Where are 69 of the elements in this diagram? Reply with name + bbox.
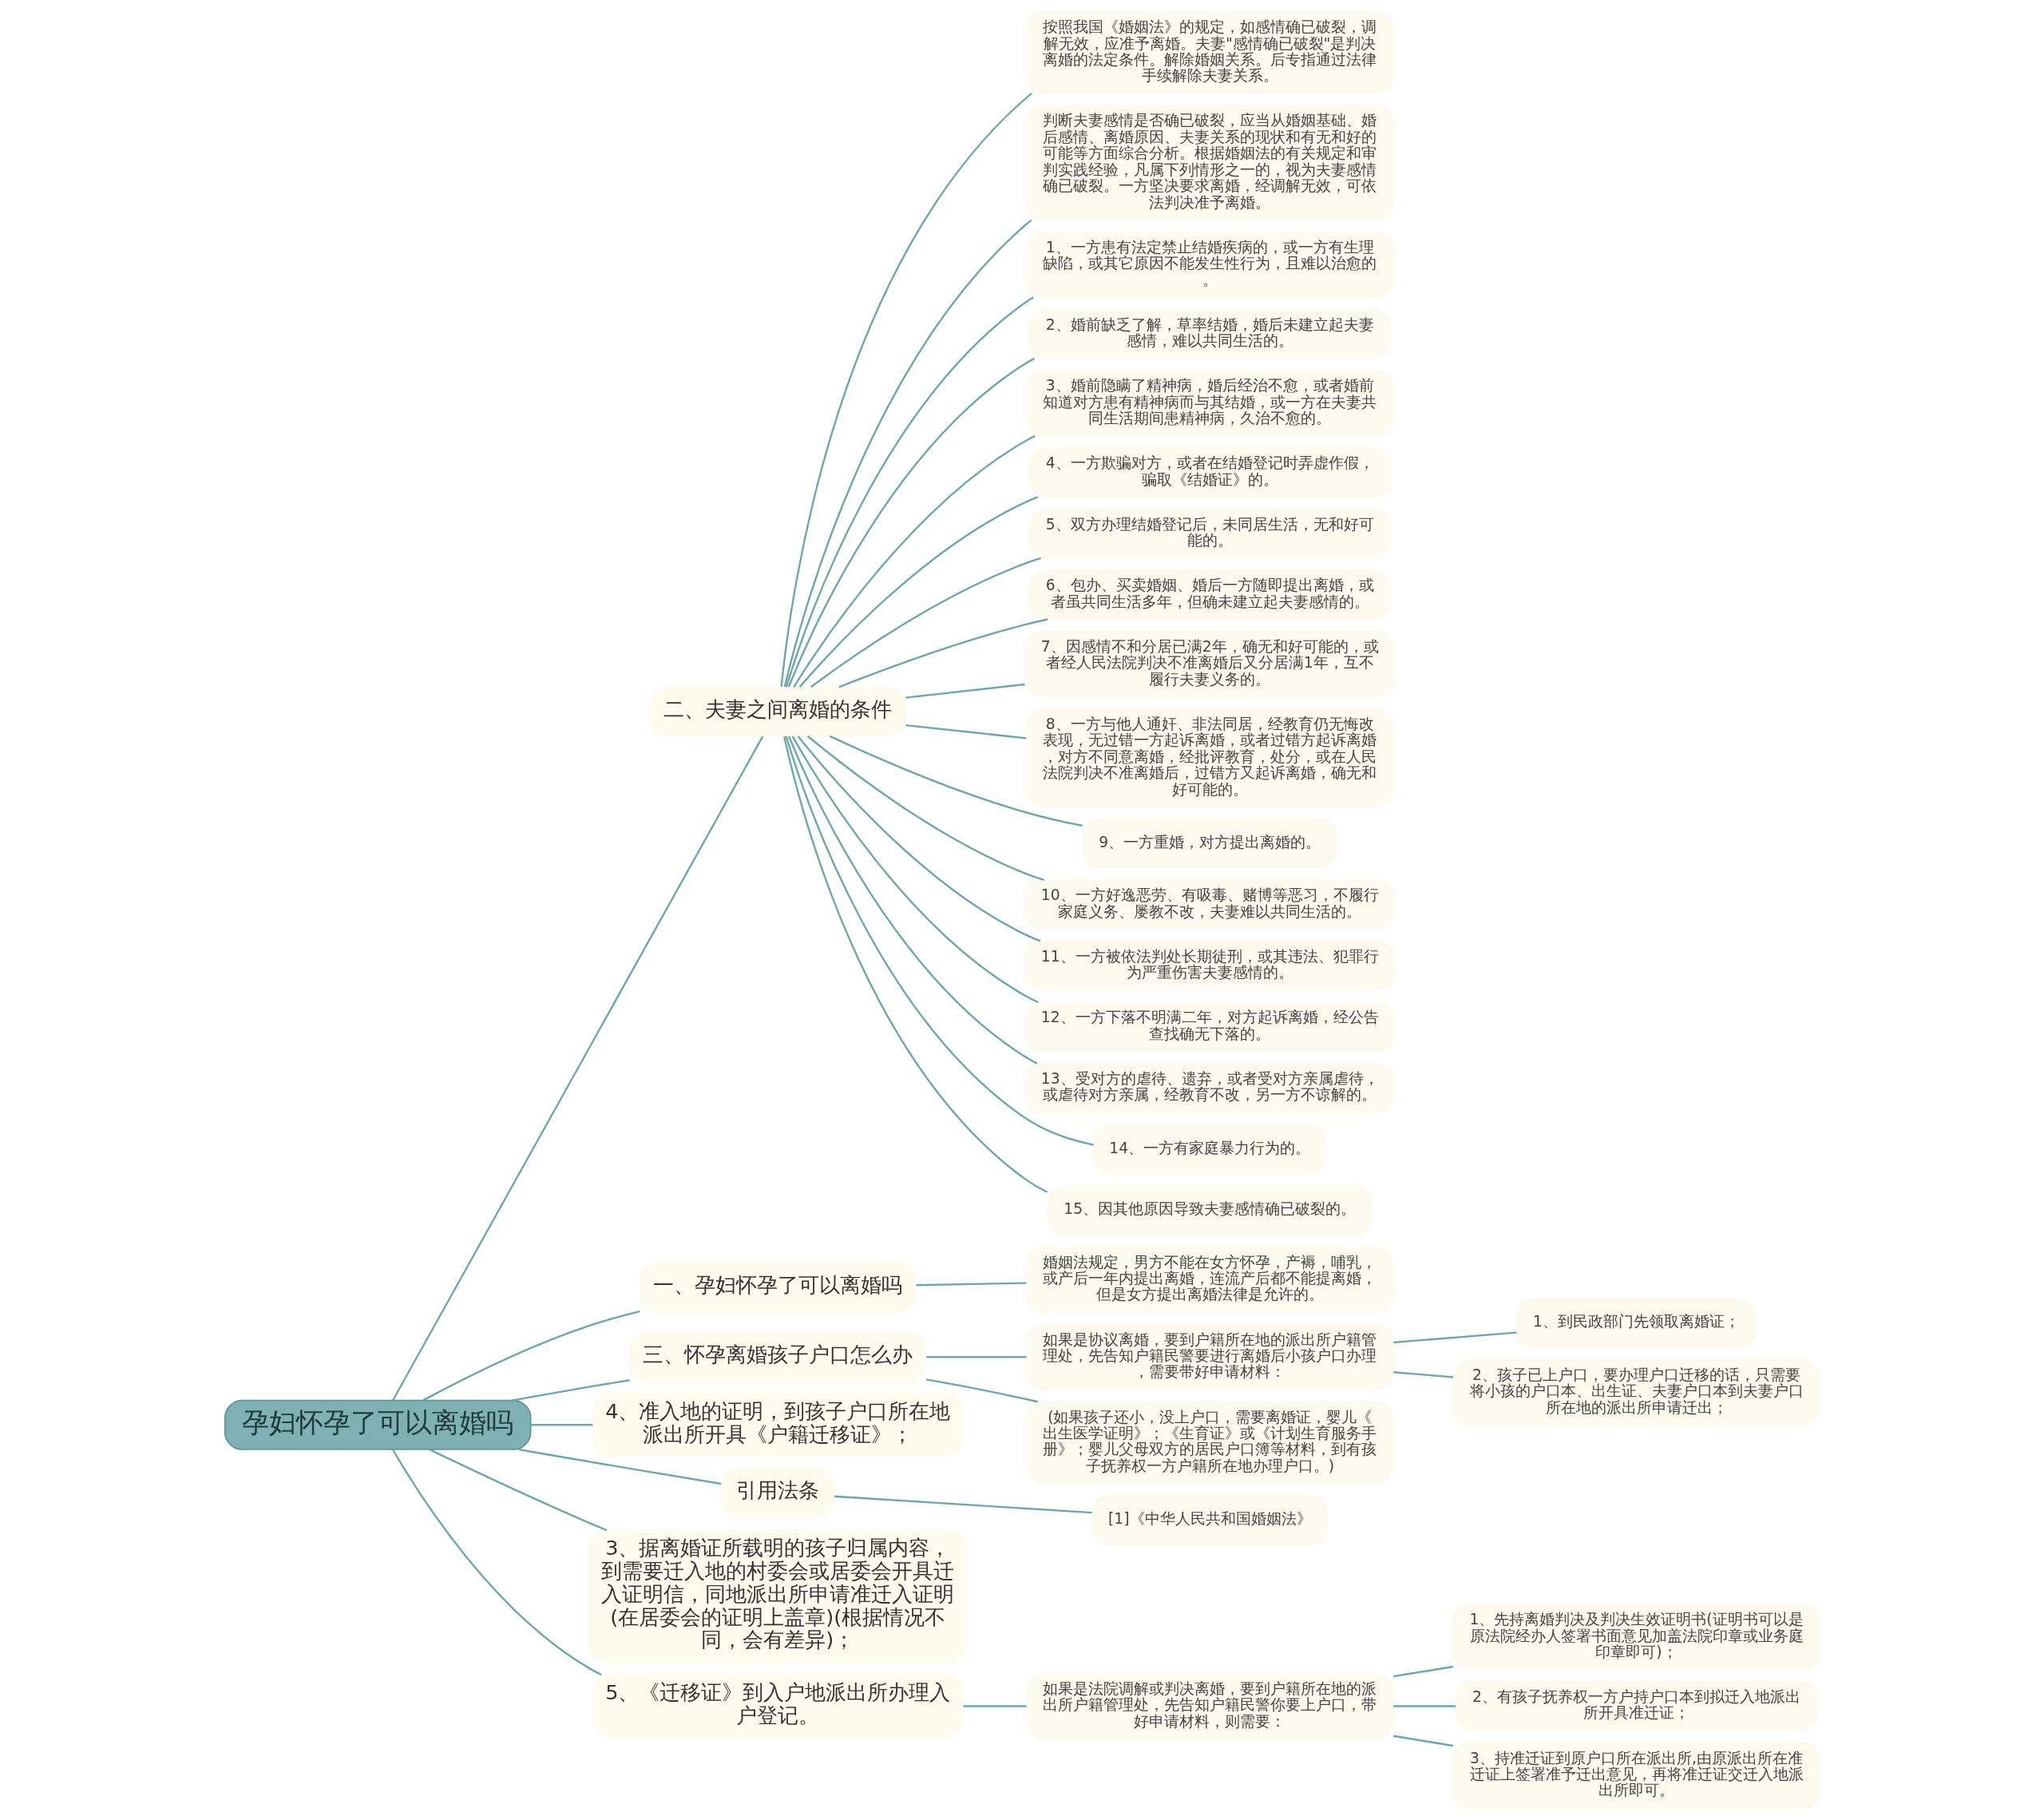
connector	[1392, 1331, 1517, 1344]
node-box: 14、一方有家庭暴力行为的。	[1092, 1124, 1327, 1175]
connector	[511, 1379, 630, 1402]
connector	[787, 736, 1037, 1065]
node-box: 如果是法院调解或判决离婚，要到户籍所在地的派出所户籍管理处，先告知户籍民警你要上户口，带好申请材料，则需要：	[1025, 1672, 1394, 1740]
connector	[517, 1448, 721, 1485]
connector	[797, 736, 1040, 942]
node-box: 8、一方与他人通奸、非法同居，经教育仍无悔改表现，无过错一方起诉离婚，或者过错方起诉离婚，对方不同意离婚，经批评教育，处分，或在人民法院判决不准离婚后，过错方又起诉离婚，确无和好可能的。	[1025, 708, 1394, 808]
node-box: 11、一方被依法判处长期徒刑，或其违法、犯罪行为严重伤害夫妻感情的。	[1024, 940, 1395, 991]
connector	[792, 434, 1036, 688]
node-box: 4、一方欺骗对方，或者在结婚登记时弄虚作假，骗取《结婚证》的。	[1028, 447, 1391, 498]
node-box: 4、准入地的证明，到孩子户口所在地派出所开具《户籍迁移证》；	[592, 1393, 963, 1457]
connector	[1392, 1665, 1453, 1678]
node-box: 三、怀孕离婚孩子户口怎么办	[628, 1331, 927, 1382]
node-box: 2、孩子已上户口，要办理户口迁移的话，只需要将小孩的户口本、出生证、夫妻户口本到夫妻户口所在地的派出所申请迁出；	[1452, 1358, 1820, 1426]
node-box: 一、孕妇怀孕了可以离婚吗	[639, 1263, 917, 1313]
connector	[422, 1310, 640, 1402]
connector	[787, 357, 1035, 688]
connector	[1392, 1371, 1453, 1378]
node-box: 1、一方患有法定禁止结婚疾病的，或一方有生理缺陷，或其它原因不能发生性行为，且难以治愈的。	[1025, 231, 1394, 299]
connector	[962, 1705, 1026, 1707]
connector	[834, 1495, 1092, 1514]
connector	[925, 1378, 1038, 1403]
node-box: 15、因其他原因导致夫妻感情确已破裂的。	[1046, 1185, 1373, 1235]
node-box: 婚姻法规定，男方不能在女方怀孕，产褥，哺乳，或产后一年内提出离婚，连流产后都不能提离婚，但是女方提出离婚法律是允许的。	[1025, 1246, 1394, 1313]
connector	[785, 296, 1034, 688]
node-box: 3、据离婚证所载明的孩子归属内容，到需要迁入地的村委会或居委会开具迁入证明信，同地派出所申请准迁入证明(在居委会的证明上盖章)(根据情况不同，会有差异)；	[588, 1529, 968, 1663]
node-box: 13、受对方的虐待、遗弃，或者受对方亲属虐待，或虐待对方亲属，经教育不改，另一方不谅解的。	[1024, 1062, 1395, 1113]
connector	[905, 683, 1025, 699]
node-box: 如果是协议离婚，要到户籍所在地的派出所户籍管理处，先告知户籍民警要进行离婚后小孩户口办理，需要带好申请材料：	[1025, 1323, 1394, 1390]
connector	[905, 724, 1026, 739]
node-box: 按照我国《婚姻法》的规定，如感情确已破裂，调解无效，应准予离婚。夫妻"感情确已破裂"是判决离婚的法定条件。解除婚姻关系。后专指通过法律手续解除夫妻关系。	[1025, 11, 1394, 94]
node-box: 10、一方好逸恶劳、有吸毒、赌博等恶习，不履行家庭义务、屡教不改，夫妻难以共同生活的。	[1024, 879, 1395, 930]
node-box: 1、到民政部门先领取离婚证；	[1515, 1298, 1757, 1349]
connector	[530, 1424, 592, 1426]
node-box: 3、持准迁证到原户口所在派出所,由原派出所在准迁证上签署准予迁出意见，再将准迁证交迁入地派出所即可。	[1452, 1742, 1820, 1809]
node-box: 2、有孩子抚养权一方户持户口本到拟迁入地派出所开具准迁证；	[1454, 1681, 1818, 1731]
connector	[391, 736, 763, 1402]
connector	[798, 496, 1038, 688]
node-box: 12、一方下落不明满二年，对方起诉离婚，经公告查找确无下落的。	[1024, 1001, 1395, 1053]
connector	[785, 736, 1094, 1146]
connector	[1392, 1705, 1456, 1707]
connector	[391, 1449, 602, 1676]
node-box: 孕妇怀孕了可以离婚吗	[224, 1399, 531, 1450]
node-box: 二、夫妻之间离婚的条件	[649, 686, 906, 737]
node-box: 3、婚前隐瞒了精神病，婚后经治不愈，或者婚前知道对方患有精神病而与其结婚，或一方在夫妻共同生活期间患精神病，久治不愈的。	[1025, 370, 1394, 437]
node-box: 9、一方重婚，对方提出离婚的。	[1081, 818, 1337, 869]
connector	[829, 735, 1083, 827]
node-box: 7、因感情不和分居已满2年，确无和好可能的，或者经人民法院判决不准离婚后又分居满1年，互不履行夫妻义务的。	[1024, 630, 1395, 698]
connector	[810, 557, 1041, 688]
node-box: 判断夫妻感情是否确已破裂，应当从婚姻基础、婚后感情、离婚原因、夫妻关系的现状和有无和好的可能等方面综合分析。根据婚姻法的有关规定和审判实践经验，凡属下列情形之一的，视为夫妻感情确已破裂。一方坚决要求离婚，经调解无效，可依法判决准予离婚。	[1025, 105, 1394, 221]
node-box: 引用法条	[720, 1467, 835, 1518]
connector	[429, 1449, 607, 1532]
node-box: (如果孩子还小，没上户口，需要离婚证，婴儿《出生医学证明》；《生育证》或《计划生育服务手册》；婴儿父母双方的居民户口簿等材料，到有孩子抚养权一方户籍所在地办理户口。)	[1025, 1401, 1394, 1485]
connector	[925, 1356, 1026, 1358]
node-box: 5、《迁移证》到入户地派出所办理入户登记。	[592, 1674, 963, 1739]
node-box: 1、先持离婚判决及判决生效证明书(证明书可以是原法院经办人签署书面意见加盖法院印章或业务庭印章即可)；	[1452, 1604, 1820, 1671]
connector	[779, 93, 1032, 687]
connector	[782, 736, 1048, 1193]
node-box: [1]《中华人民共和国婚姻法》	[1091, 1494, 1328, 1545]
connector	[783, 219, 1032, 688]
connector	[838, 618, 1048, 688]
connector	[791, 736, 1039, 1004]
connector	[916, 1282, 1026, 1287]
connector	[806, 735, 1044, 882]
connector	[1392, 1735, 1453, 1747]
node-box: 6、包办、买卖婚姻、婚后一方随即提出离婚，或者虽共同生活多年，但确未建立起夫妻感情的。	[1028, 569, 1391, 621]
node-box: 2、婚前缺乏了解，草率结婚，婚后未建立起夫妻感情，难以共同生活的。	[1028, 308, 1391, 359]
node-box: 5、双方办理结婚登记后，未同居生活，无和好可能的。	[1028, 508, 1391, 559]
